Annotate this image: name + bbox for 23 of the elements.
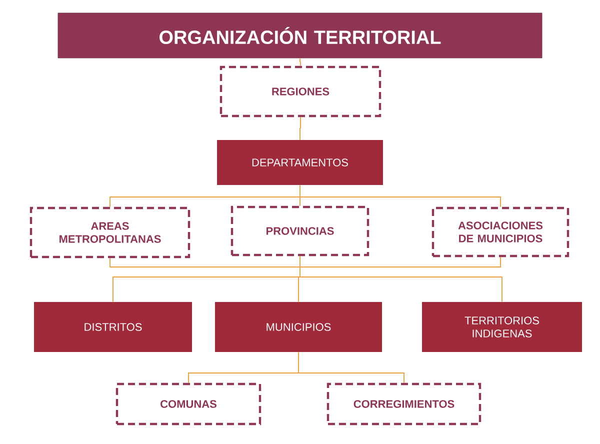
dashed-box: PROVINCIAS [230, 206, 370, 256]
connector-line [298, 276, 300, 302]
filled-box: DEPARTAMENTOS [217, 140, 383, 185]
dashed-box: AREAS METROPOLITANAS [30, 206, 190, 258]
title-banner: ORGANIZACIÓN TERRITORIAL [58, 12, 542, 58]
connector-line [110, 258, 300, 268]
connector-line [298, 372, 404, 384]
connector-line [112, 276, 300, 302]
connector-line [300, 196, 501, 208]
connector-line [110, 196, 300, 208]
connector-line [188, 372, 300, 384]
connector-line [300, 276, 502, 302]
dashed-box: CORREGIMIENTOS [326, 382, 482, 426]
filled-box: MUNICIPIOS [215, 302, 382, 352]
connector-line [298, 352, 300, 374]
connector-line [300, 116, 301, 128]
filled-box: TERRITORIOS INDIGENAS [422, 302, 582, 352]
connector-line [300, 256, 501, 268]
filled-box: DISTRITOS [34, 302, 192, 352]
dashed-box: REGIONES [220, 66, 382, 118]
dashed-box: ASOCIACIONES DE MUNICIPIOS [432, 206, 570, 258]
dashed-box: COMUNAS [116, 382, 262, 426]
connector-line [300, 62, 301, 66]
